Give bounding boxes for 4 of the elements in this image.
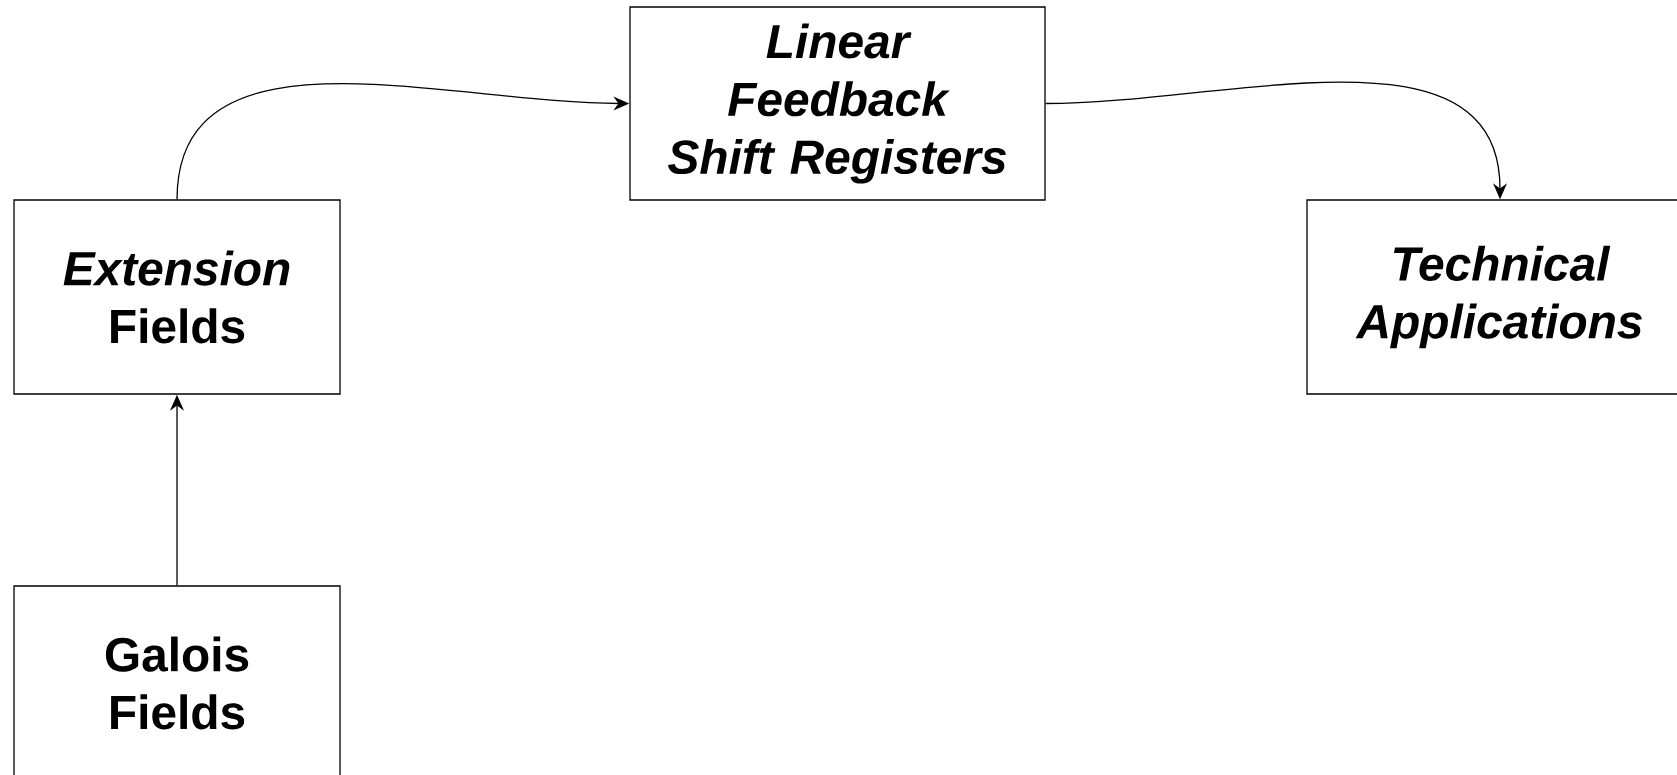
process-box: Technical Applications [1306, 199, 1677, 395]
process-box: Extension Fields [13, 199, 341, 395]
process-box: Galois Fields [13, 585, 341, 775]
process-box: Linear Feedback Shift Registers [629, 6, 1046, 201]
